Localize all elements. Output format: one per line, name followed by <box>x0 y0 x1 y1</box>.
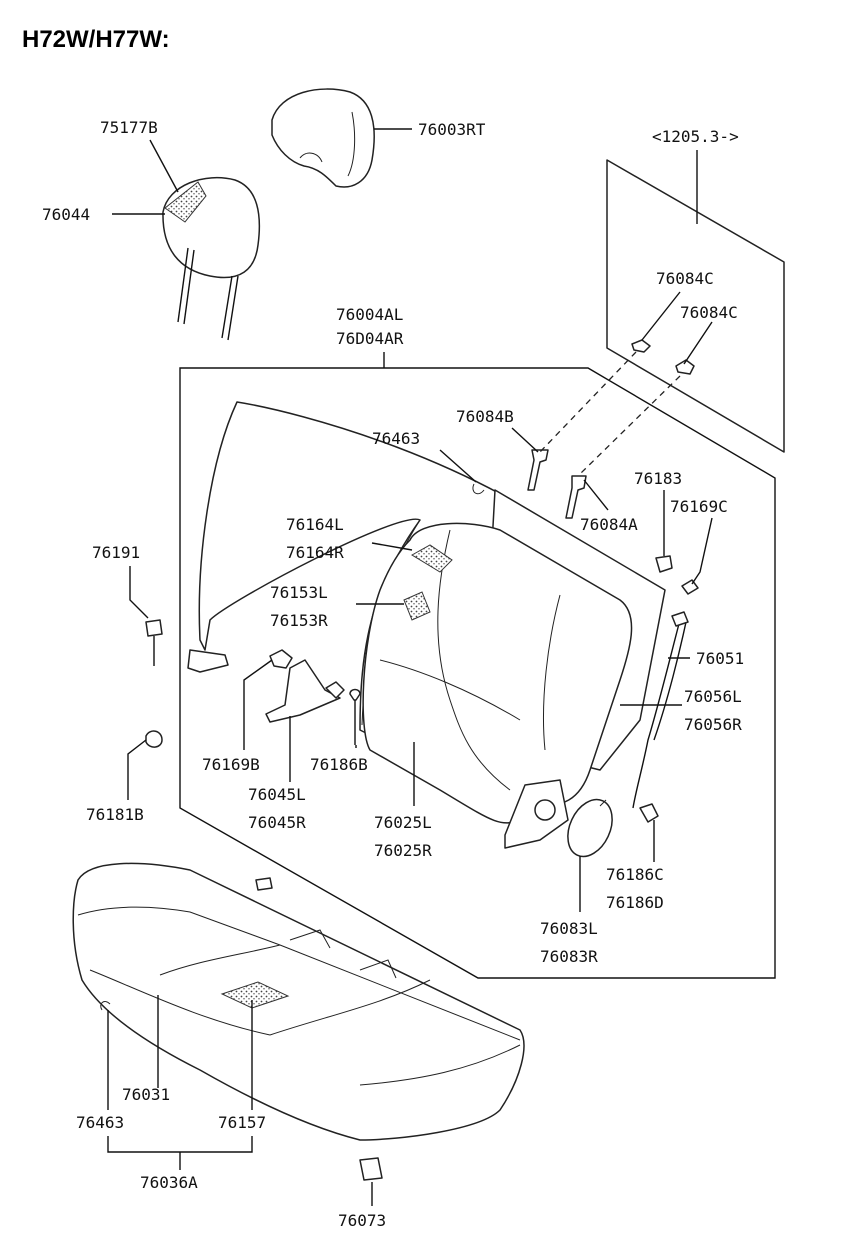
bracket-76045 <box>265 649 345 723</box>
label-76157: 76157 <box>218 1113 266 1132</box>
rear-panel-1205 <box>606 159 785 453</box>
guide-line-2 <box>579 375 681 475</box>
label-76186B: 76186B <box>310 755 368 774</box>
label-76036A: 76036A <box>140 1173 198 1192</box>
label-76084A: 76084A <box>580 515 638 534</box>
label-76004AL: 76004AL <box>336 305 403 324</box>
label-76004AR: 76D04AR <box>336 329 404 348</box>
cover-76083 <box>567 798 613 858</box>
label-76073: 76073 <box>338 1211 386 1230</box>
clip-76084A <box>565 475 587 519</box>
clip-76073 <box>359 1157 383 1181</box>
label-76083R: 76083R <box>540 947 598 966</box>
label-76191: 76191 <box>92 543 140 562</box>
label-76025L: 76025L <box>374 813 432 832</box>
label-76044: 76044 <box>42 205 90 224</box>
strap-76051 <box>632 611 689 809</box>
label-76463-bottom: 76463 <box>76 1113 124 1132</box>
seat-cushion-76031 <box>72 862 525 1141</box>
label-75177B: 75177B <box>100 118 158 137</box>
label-76045R: 76045R <box>248 813 306 832</box>
clip-76183 <box>655 555 673 573</box>
fastener-76186B <box>349 688 361 745</box>
label-76056L: 76056L <box>684 687 742 706</box>
label-76463-top: 76463 <box>372 429 420 448</box>
fastener-76463 <box>472 483 485 495</box>
guide-line-1 <box>539 351 637 453</box>
label-76025R: 76025R <box>374 841 432 860</box>
label-76031: 76031 <box>122 1085 170 1104</box>
label-76169B: 76169B <box>202 755 260 774</box>
clip-76169C <box>681 579 699 595</box>
label-76153R: 76153R <box>270 611 328 630</box>
label-76169C: 76169C <box>670 497 728 516</box>
model-title: H72W/H77W: <box>22 26 170 53</box>
label-76084C-2: 76084C <box>680 303 738 322</box>
seat-back-76025 <box>187 401 666 849</box>
clip-76084B <box>527 449 549 491</box>
label-76153L: 76153L <box>270 583 328 602</box>
headrest-76044 <box>162 176 261 341</box>
fastener-76181B <box>145 730 163 748</box>
part-labels: 75177B 76044 76003RT <1205.3-> 76004AL 7… <box>42 118 744 1230</box>
label-76083L: 76083L <box>540 919 598 938</box>
assembly-outline <box>179 367 776 979</box>
clip-76186C <box>639 803 659 823</box>
label-76181B: 76181B <box>86 805 144 824</box>
label-76183: 76183 <box>634 469 682 488</box>
label-76084B: 76084B <box>456 407 514 426</box>
label-76003RT: 76003RT <box>418 120 486 139</box>
fastener-76191 <box>145 619 163 666</box>
label-76045L: 76045L <box>248 785 306 804</box>
label-76056R: 76056R <box>684 715 742 734</box>
label-76051: 76051 <box>696 649 744 668</box>
label-76164L: 76164L <box>286 515 344 534</box>
label-76164R: 76164R <box>286 543 344 562</box>
leader-lines <box>100 128 713 1206</box>
label-76186C: 76186C <box>606 865 664 884</box>
label-76084C-1: 76084C <box>656 269 714 288</box>
label-1205: <1205.3-> <box>652 127 739 146</box>
label-76186D: 76186D <box>606 893 664 912</box>
headrest-cover-76003RT <box>271 88 375 188</box>
